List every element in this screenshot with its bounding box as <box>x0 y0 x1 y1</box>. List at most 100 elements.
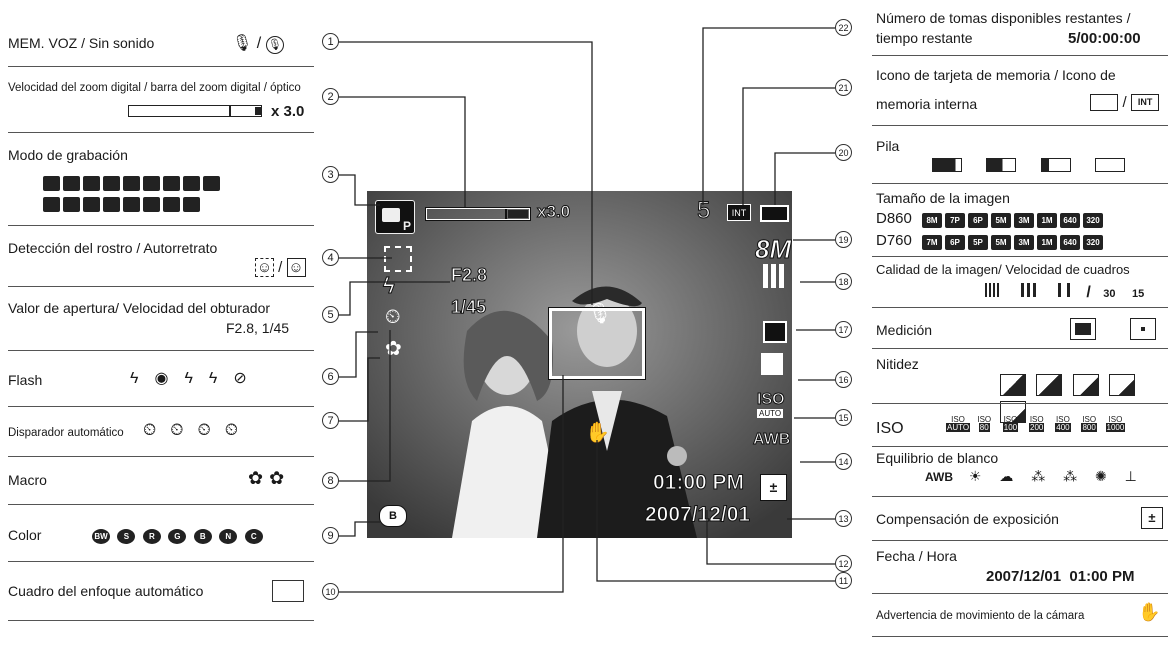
sharpness-label: Nitidez <box>876 356 919 372</box>
overlay-quality-icon <box>763 264 787 288</box>
size-5p-icon: 5P <box>968 235 988 250</box>
callout-17: 17 <box>835 321 852 338</box>
program-mode-icon <box>63 176 80 192</box>
af-label: Cuadro del enfoque automático <box>8 583 204 599</box>
size-label: Tamaño de la imagen <box>876 190 1010 206</box>
microphone-icon: 🎙 <box>232 35 253 52</box>
callout-5: 5 <box>322 306 339 323</box>
normal-icon <box>1057 283 1074 297</box>
beach-snow-icon <box>163 197 180 213</box>
overlay-metering-icon <box>763 321 787 343</box>
overlay-battery-icon <box>760 205 789 222</box>
fine-icon <box>1021 283 1038 297</box>
motion-timer-icon: ⏲ <box>224 420 253 439</box>
iso-80-icon: 80 <box>978 423 990 432</box>
sharp-soft-icon <box>1000 374 1026 396</box>
text-icon <box>163 176 180 192</box>
flash-icons: ϟ◉ϟϟ⊘ <box>130 368 263 388</box>
sharp-vivid-icon <box>1109 374 1136 396</box>
program-mode-overlay-icon: P <box>375 200 415 234</box>
internal-memory-icon: INT <box>1131 94 1160 112</box>
overlay-int-icon: INT <box>727 204 751 221</box>
mode-icons-row1 <box>43 175 223 193</box>
macro-icon: ✿ <box>269 468 291 488</box>
zoom-label: Velocidad del zoom digital / barra del z… <box>8 82 301 94</box>
callout-3: 3 <box>322 166 339 183</box>
flash-auto-icon: ϟ <box>130 370 155 387</box>
iso-1000-icon: 1000 <box>1105 423 1126 432</box>
text-mode-icon <box>63 197 80 213</box>
mode-icons-row2 <box>43 196 203 214</box>
size-320-icon: 320 <box>1083 235 1103 250</box>
overlay-zoom-bar <box>425 207 531 221</box>
overlay-time: 01:00 PM <box>652 471 745 495</box>
overlay-iso: ISO <box>757 391 786 409</box>
face-icons: ☺ / ☺ <box>255 258 306 277</box>
aperture-label: Valor de apertura/ Velocidad del obturad… <box>8 300 271 316</box>
camera-screen: P x3.0 5 INT 8M F2.8 ϟ 1/45 🎙 ⏲ ✿ ISO AU… <box>367 191 792 538</box>
exposure-compensation-icon: ± <box>1141 507 1163 529</box>
callout-16: 16 <box>835 371 852 388</box>
fps-30-icon: 30 <box>1103 288 1116 300</box>
size-1m-icon: 1M <box>1037 213 1057 228</box>
face-label: Detección del rostro / Autorretrato <box>8 240 218 256</box>
callout-18: 18 <box>835 273 852 290</box>
overlay-macro-icon: ✿ <box>385 338 402 360</box>
callout-6: 6 <box>322 368 339 385</box>
callout-20: 20 <box>835 144 852 161</box>
macro-icons: ✿✿ <box>248 468 290 489</box>
aperture-value: F2.8, 1/45 <box>226 320 290 336</box>
cloudy-icon: ☁ <box>999 468 1014 484</box>
overlay-aperture: F2.8 <box>450 265 488 286</box>
datetime-value: 2007/12/01 01:00 PM <box>986 568 1135 585</box>
overlay-flash-icon: ϟ <box>383 273 396 299</box>
awb-icon: AWB <box>925 470 953 484</box>
overlay-shutter: 1/45 <box>450 297 487 318</box>
boutonniere-icon <box>667 446 687 466</box>
color-sepia-icon: S <box>117 529 136 544</box>
color-negative-icon: N <box>219 529 238 544</box>
auto-macro-icon: ✿ <box>248 468 270 488</box>
wedding-photo <box>367 191 792 538</box>
mute-microphone-icon: 🎙 <box>265 36 284 54</box>
callout-12: 12 <box>835 555 852 572</box>
shake-label: Advertencia de movimiento de la cámara <box>876 610 1085 622</box>
self-timer-10s-icon: ⏲ <box>143 420 171 439</box>
battery-full-icon <box>932 158 962 172</box>
datetime-label: Fecha / Hora <box>876 548 957 564</box>
callout-10: 10 <box>322 583 339 600</box>
fps-15-icon: 15 <box>1131 288 1145 300</box>
custom-wb-icon: ⊥ <box>1124 468 1137 484</box>
callout-7: 7 <box>322 412 339 429</box>
callout-1: 1 <box>322 33 339 50</box>
battery-label: Pila <box>876 138 900 154</box>
size-5m-icon: 5M <box>991 235 1011 250</box>
battery-icons <box>932 158 1126 177</box>
overlay-awb: AWB <box>752 431 791 449</box>
sharpness-icons <box>1000 374 1170 428</box>
overlay-face-icon <box>384 246 412 272</box>
callout-4: 4 <box>322 249 339 266</box>
color-blue-icon: B <box>193 529 212 544</box>
flash-off-icon: ⊘ <box>233 370 263 387</box>
spot-metering-icon <box>1130 318 1156 340</box>
slow-sync-icon: ϟ <box>208 370 234 387</box>
battery-medium-icon <box>986 158 1017 172</box>
tungsten-icon: ✺ <box>1095 468 1107 484</box>
memory-card-icon <box>1090 94 1118 112</box>
callout-13: 13 <box>835 510 852 527</box>
battery-low-icon <box>1040 158 1071 172</box>
size-320-icon: 320 <box>1083 213 1103 228</box>
iso-400-icon: 400 <box>1055 423 1071 432</box>
zoom-value: x 3.0 <box>271 103 305 120</box>
double-timer-icon: ⏲ <box>197 420 225 439</box>
voice-sep: / <box>256 35 262 52</box>
size-6p-icon: 6P <box>945 235 965 250</box>
portrait-icon <box>183 176 200 192</box>
size-640-icon: 640 <box>1060 213 1080 228</box>
fluorescent-h-icon: ⁂ <box>1031 468 1046 484</box>
size-5m-icon: 5M <box>991 213 1011 228</box>
iso-800-icon: 800 <box>1081 423 1097 432</box>
